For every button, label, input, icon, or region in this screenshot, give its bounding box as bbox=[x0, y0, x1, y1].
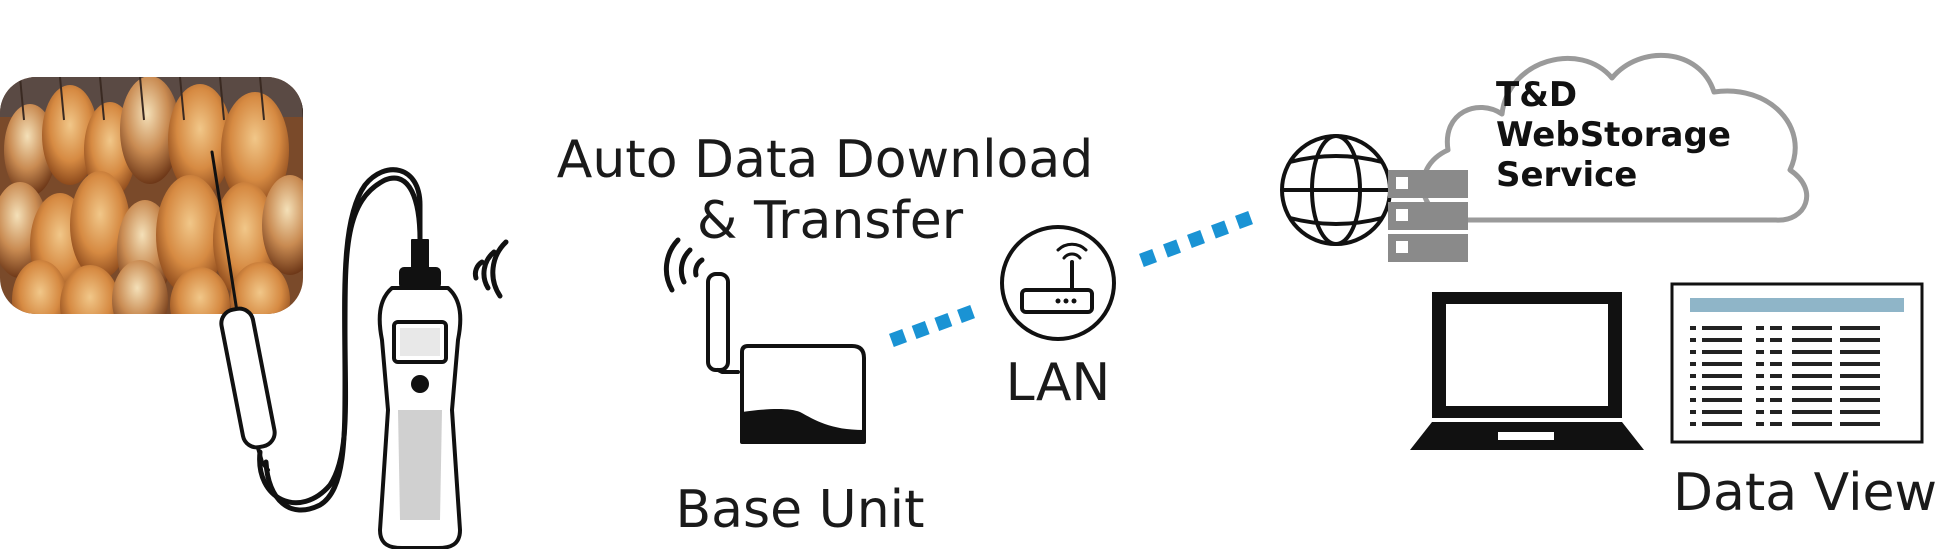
link-dot bbox=[934, 313, 953, 331]
ham bbox=[230, 262, 290, 314]
link-dot bbox=[1139, 249, 1157, 267]
cloud-title-line2: WebStorage bbox=[1496, 115, 1731, 155]
ham bbox=[221, 92, 289, 208]
cloud-title-line1: T&D bbox=[1496, 75, 1577, 115]
ham bbox=[170, 267, 230, 314]
lan-link-left bbox=[889, 305, 975, 347]
hams-photo bbox=[0, 77, 303, 314]
lan-link-right bbox=[1139, 211, 1253, 267]
cloud-icon: T&D WebStorage Service bbox=[1420, 52, 1810, 223]
server-icon bbox=[1388, 170, 1468, 262]
base-unit-label: Base Unit bbox=[675, 480, 924, 540]
ham bbox=[42, 85, 98, 185]
link-dot bbox=[1163, 239, 1181, 258]
laptop-icon bbox=[1410, 292, 1644, 450]
router-icon bbox=[1000, 225, 1116, 341]
temperature-probe-icon bbox=[210, 150, 463, 549]
data-view-label: Data View bbox=[1673, 463, 1936, 523]
link-dot bbox=[1211, 220, 1229, 239]
ham bbox=[12, 260, 68, 314]
wireless-signal-icon bbox=[472, 239, 509, 299]
data-table-icon bbox=[1670, 282, 1924, 444]
auto-download-label-line2: & Transfer bbox=[697, 191, 964, 251]
ham bbox=[112, 260, 168, 314]
ham bbox=[120, 77, 180, 184]
ham bbox=[156, 175, 224, 295]
base-unit-icon bbox=[663, 237, 866, 444]
link-dot bbox=[957, 305, 975, 323]
link-dot bbox=[889, 329, 907, 347]
auto-download-label-line1: Auto Data Download bbox=[557, 130, 1093, 190]
ham bbox=[60, 265, 120, 314]
link-dot bbox=[1235, 211, 1253, 229]
lan-label: LAN bbox=[1006, 353, 1111, 413]
ham bbox=[70, 171, 130, 279]
ham bbox=[262, 175, 303, 275]
cloud-title-line3: Service bbox=[1496, 155, 1637, 195]
link-dot bbox=[911, 321, 930, 339]
globe-icon bbox=[1280, 134, 1392, 246]
link-dot bbox=[1187, 230, 1205, 248]
